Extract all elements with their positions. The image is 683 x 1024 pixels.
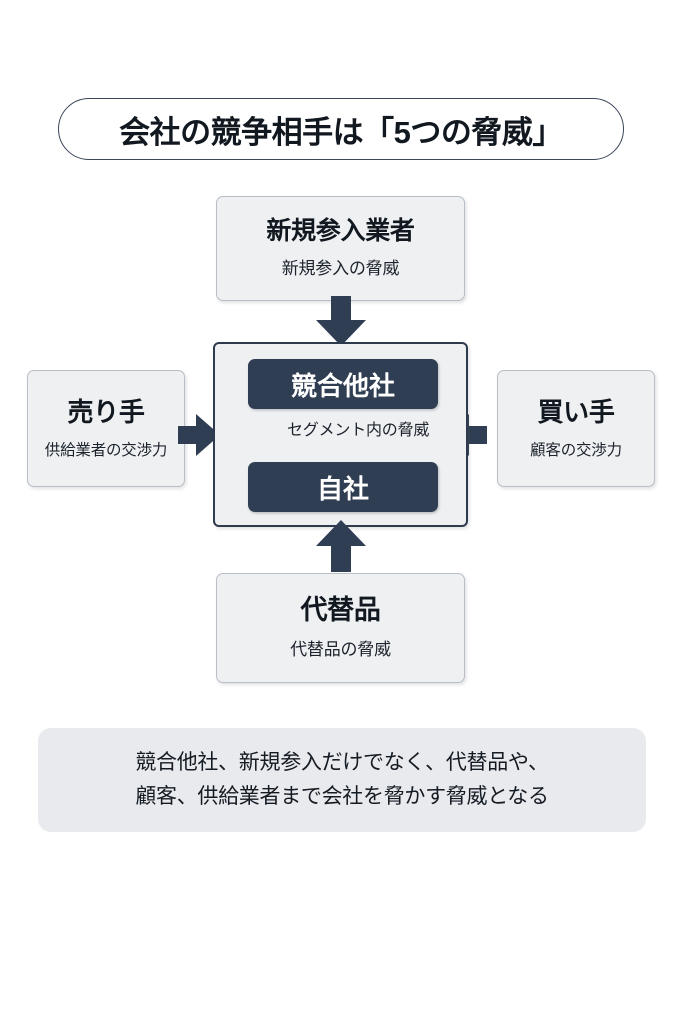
arrow-right-icon bbox=[178, 414, 222, 461]
footer-line-2: 顧客、供給業者まで会社を脅かす脅威となる bbox=[135, 785, 549, 808]
force-title-substitutes: 代替品 bbox=[300, 595, 381, 626]
footer-summary-note: 競合他社、新規参入だけでなく、代替品や、 顧客、供給業者まで会社を脅かす脅威とな… bbox=[38, 728, 646, 832]
center-label-own-company: 自社 bbox=[316, 473, 369, 504]
force-box-substitutes[interactable]: 代替品 代替品の脅威 bbox=[216, 573, 465, 683]
force-title-buyers: 買い手 bbox=[537, 396, 615, 427]
force-subtitle-suppliers: 供給業者の交渉力 bbox=[44, 442, 168, 460]
center-segment-label: セグメント内の脅威 bbox=[287, 422, 430, 439]
arrow-up-icon bbox=[306, 518, 376, 578]
force-subtitle-new-entrants: 新規参入の脅威 bbox=[281, 259, 400, 279]
center-box-rivals[interactable]: 競合他社 bbox=[248, 359, 438, 409]
footer-line-1: 競合他社、新規参入だけでなく、代替品や、 bbox=[135, 750, 549, 774]
force-title-new-entrants: 新規参入業者 bbox=[266, 216, 415, 245]
center-box-own-company[interactable]: 自社 bbox=[248, 462, 438, 512]
center-competition-container: 競合他社 セグメント内の脅威 自社 bbox=[213, 342, 507, 798]
force-subtitle-buyers: 顧客の交渉力 bbox=[530, 442, 622, 460]
center-label-rivals: 競合他社 bbox=[290, 370, 395, 401]
force-box-new-entrants[interactable]: 新規参入業者 新規参入の脅威 bbox=[216, 196, 465, 301]
force-subtitle-substitutes: 代替品の脅威 bbox=[290, 640, 391, 659]
page-title: 会社の競争相手は「5つの脅威」 bbox=[58, 98, 624, 160]
force-box-buyers[interactable]: 買い手 顧客の交渉力 bbox=[497, 370, 655, 487]
force-title-suppliers: 売り手 bbox=[67, 396, 145, 427]
force-box-suppliers[interactable]: 売り手 供給業者の交渉力 bbox=[27, 370, 185, 487]
arrow-down-icon bbox=[306, 296, 376, 353]
page-title-text: 会社の競争相手は「5つの脅威」 bbox=[119, 114, 563, 150]
